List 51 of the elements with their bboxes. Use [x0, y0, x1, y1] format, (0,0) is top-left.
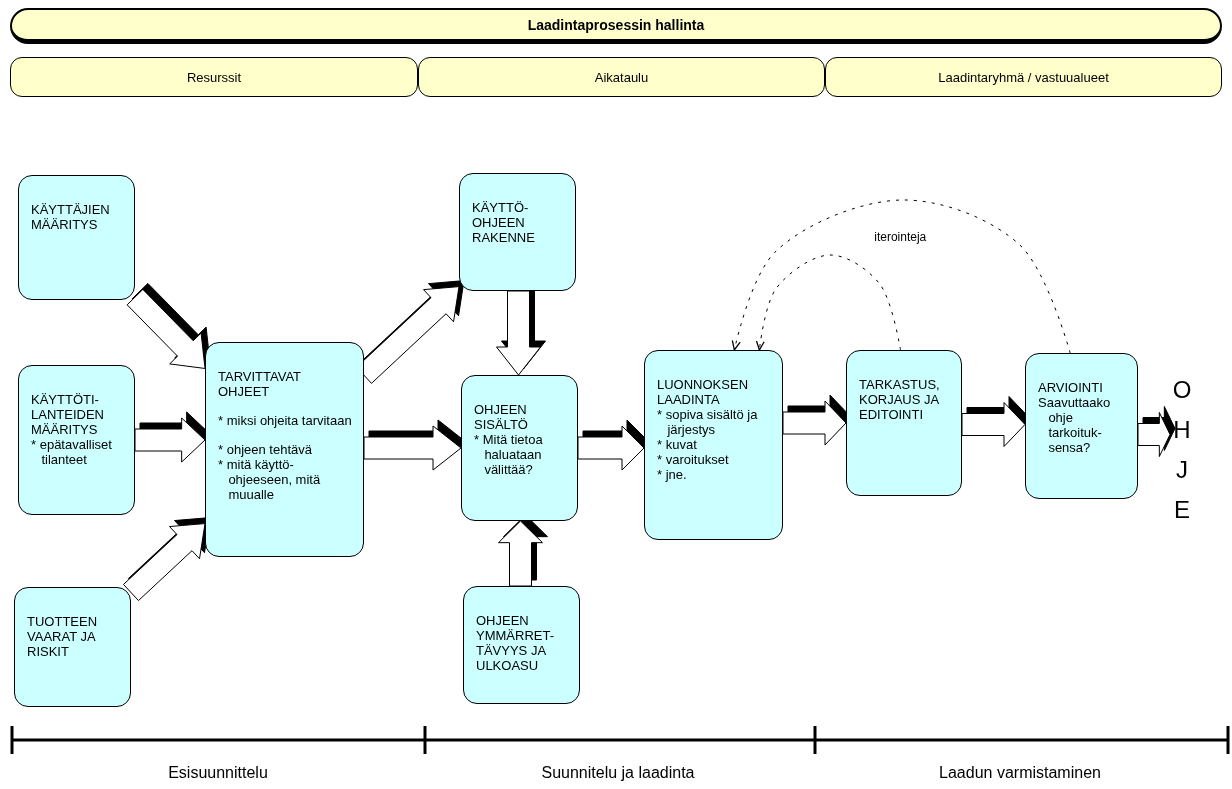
block-arrow — [782, 400, 847, 446]
section-band: Laadintaryhmä / vastuualueet — [825, 57, 1222, 97]
box-note: * kuvat — [657, 437, 698, 452]
process-box — [461, 375, 578, 521]
box-note: Saavuttaako ohje tarkoituk- sensa? — [1038, 395, 1112, 455]
box-heading: LUONNOKSEN LAADINTA — [657, 377, 750, 407]
block-arrow — [577, 425, 645, 471]
title-band: Laadintaprosessin hallinta — [10, 8, 1222, 44]
box-heading: OHJEEN SISÄLTÖ — [474, 402, 529, 432]
box-heading: ARVIOINTI — [1038, 380, 1104, 395]
block-arrow — [126, 288, 206, 369]
result-text: OHJE — [1170, 370, 1194, 530]
box-note: * ohjeen tehtävä — [218, 442, 313, 457]
box-heading: KÄYTTÖTI- LANTEIDEN MÄÄRITYS — [31, 392, 105, 437]
box-heading: OHJEEN YMMÄRRET- TÄVYYS JA ULKOASU — [476, 613, 555, 673]
phase-label: Laadun varmistaminen — [939, 764, 1101, 782]
section-band: Aikataulu — [418, 57, 825, 97]
process-box — [205, 342, 364, 557]
block-arrow — [363, 425, 462, 471]
box-note: * epätavalliset tilanteet — [31, 437, 113, 467]
process-box — [14, 587, 131, 707]
box-note: * Mitä tietoa haluataan välittää? — [474, 432, 544, 477]
box-heading: KÄYTTÖ- OHJEEN RAKENNE — [472, 200, 536, 245]
box-note: * jne. — [657, 467, 688, 482]
edge-label: iterointeja — [872, 230, 929, 244]
box-note: * varoitukset — [657, 452, 730, 467]
box-heading: TARKASTUS, KORJAUS JA EDITOINTI — [859, 377, 941, 422]
phase-label: Suunnitelu ja laadinta — [541, 764, 695, 782]
section-band: Resurssit — [10, 57, 418, 97]
block-arrow — [961, 402, 1026, 447]
process-box — [463, 586, 580, 704]
box-heading: TARVITTAVAT OHJEET — [218, 369, 302, 399]
block-arrow — [1137, 412, 1171, 457]
process-box — [18, 365, 135, 515]
box-note: * miksi ohjeita tarvitaan — [218, 413, 353, 428]
process-box — [459, 173, 576, 291]
process-box — [644, 350, 783, 540]
box-heading: KÄYTTÄJIEN MÄÄRITYS — [31, 202, 111, 232]
block-arrow — [123, 523, 206, 602]
phase-label: Esisuunnittelu — [168, 764, 268, 782]
block-arrow — [498, 520, 543, 587]
process-box — [18, 175, 135, 300]
box-heading: TUOTTEEN VAARAT JA RISKIT — [27, 614, 99, 659]
dashed-arrow — [755, 254, 901, 351]
box-note: * mitä käyttö- ohjeeseen, mitä muualle — [218, 457, 322, 502]
box-note: * sopiva sisältö ja järjestys — [657, 407, 759, 437]
dashed-arrow — [731, 199, 1071, 354]
block-arrow — [496, 290, 541, 376]
process-box — [846, 350, 962, 496]
block-arrow — [134, 417, 206, 463]
process-box — [1025, 353, 1138, 499]
